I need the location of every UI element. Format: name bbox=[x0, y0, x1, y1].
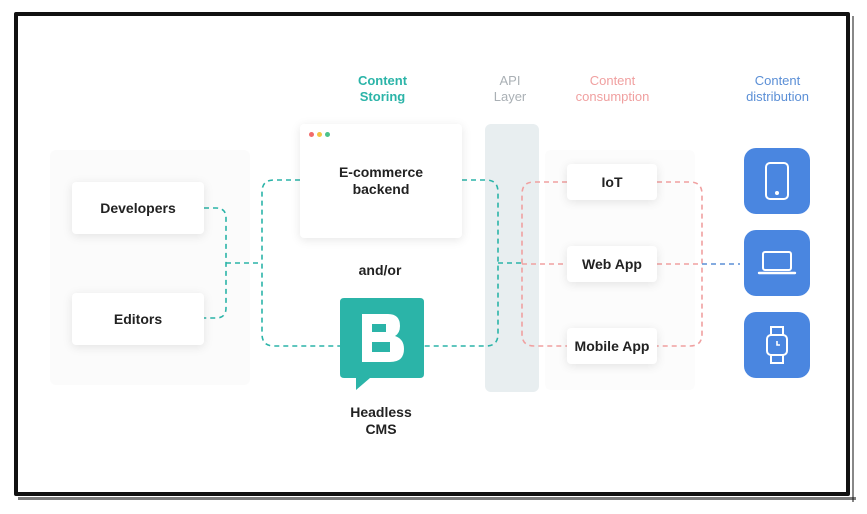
editors-card: Editors bbox=[72, 293, 204, 345]
connector-backend-api bbox=[424, 179, 499, 347]
connector-developers bbox=[204, 207, 227, 319]
heading-content-storing-line1: Content bbox=[357, 73, 408, 88]
and-or-label: and/or bbox=[358, 262, 402, 278]
backend-label-line2: backend bbox=[352, 181, 410, 197]
heading-content-distribution-line1: Content bbox=[754, 73, 801, 88]
frame-shadow-bottom bbox=[18, 497, 856, 500]
heading-api-layer: API Layer bbox=[480, 73, 540, 105]
window-dots bbox=[309, 132, 330, 137]
backend-label-line1: E-commerce bbox=[338, 164, 424, 180]
phone-icon bbox=[744, 148, 810, 214]
storyblok-logo-icon bbox=[340, 298, 424, 390]
heading-content-storing: Content Storing bbox=[335, 73, 430, 105]
headless-cms-label-line1: Headless bbox=[350, 404, 412, 420]
window-dot-green bbox=[325, 132, 330, 137]
frame-shadow-right bbox=[852, 16, 854, 502]
heading-content-storing-line2: Storing bbox=[359, 89, 406, 104]
developers-card: Developers bbox=[72, 182, 204, 234]
laptop-icon bbox=[744, 230, 810, 296]
heading-api-layer-line2: Layer bbox=[493, 89, 527, 104]
window-dot-yellow bbox=[317, 132, 322, 137]
web-app-card: Web App bbox=[567, 246, 657, 282]
editors-label: Editors bbox=[113, 311, 163, 327]
mobile-app-label: Mobile App bbox=[574, 338, 650, 354]
mobile-app-card: Mobile App bbox=[567, 328, 657, 364]
headless-cms-label: Headless CMS bbox=[330, 404, 432, 438]
connector-consumption-left bbox=[521, 181, 567, 347]
heading-content-consumption-line1: Content bbox=[589, 73, 636, 88]
heading-content-distribution: Content distribution bbox=[730, 73, 825, 105]
api-layer-bar bbox=[485, 124, 539, 392]
web-app-label: Web App bbox=[582, 256, 642, 272]
heading-content-distribution-line2: distribution bbox=[746, 89, 809, 104]
connector-consumption-right bbox=[657, 181, 703, 347]
connector-storing-loop bbox=[261, 179, 342, 347]
window-dot-red bbox=[309, 132, 314, 137]
heading-content-consumption-line2: consumption bbox=[575, 89, 650, 104]
iot-card: IoT bbox=[567, 164, 657, 200]
ecommerce-backend-card: E-commerce backend bbox=[300, 124, 462, 238]
developers-label: Developers bbox=[100, 200, 176, 216]
heading-api-layer-line1: API bbox=[499, 73, 521, 88]
smartwatch-icon bbox=[744, 312, 810, 378]
headless-cms-label-line2: CMS bbox=[365, 421, 397, 437]
iot-label: IoT bbox=[601, 174, 623, 190]
heading-content-consumption: Content consumption bbox=[560, 73, 665, 105]
